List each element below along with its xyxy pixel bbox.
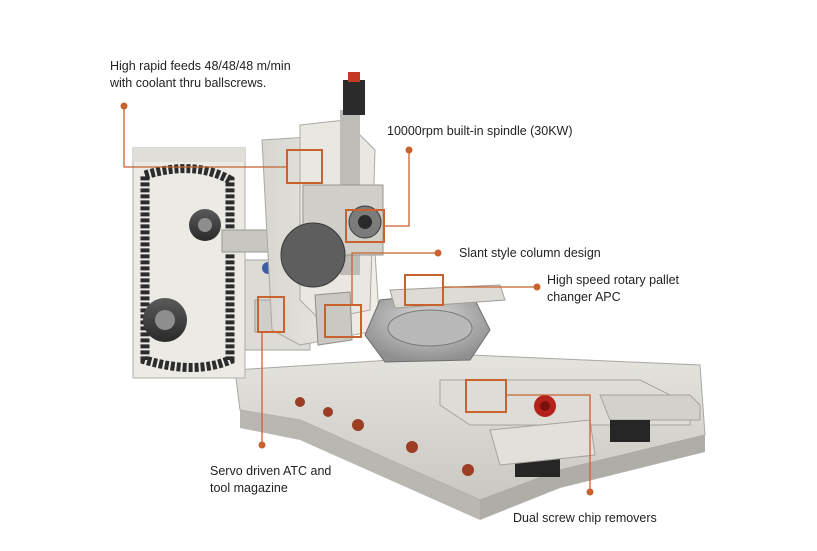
callout-chip: Dual screw chip removers (513, 510, 657, 527)
callout-line: tool magazine (210, 481, 288, 495)
callout-line: Servo driven ATC and (210, 464, 332, 478)
callout-atc: Servo driven ATC and tool magazine (210, 463, 331, 497)
callout-line: 10000rpm built-in spindle (30KW) (387, 124, 573, 138)
callout-apc: High speed rotary pallet changer APC (547, 272, 679, 306)
callout-markers (257, 149, 507, 413)
callout-line: Slant style column design (459, 246, 601, 260)
callout-line: High speed rotary pallet (547, 273, 680, 287)
leader-dots (120, 102, 594, 496)
callout-line: changer APC (547, 290, 621, 304)
callout-column: Slant style column design (459, 245, 601, 262)
callout-spindle: 10000rpm built-in spindle (30KW) (387, 123, 573, 140)
chip-conveyors (439, 379, 701, 477)
rotary-pallet (314, 284, 506, 363)
callout-line: High rapid feeds 48/48/48 m/min (110, 59, 291, 73)
leader-lines (123, 106, 591, 492)
callout-rapid-feeds: High rapid feeds 48/48/48 m/min with coo… (110, 58, 291, 92)
callout-line: with coolant thru ballscrews. (110, 76, 267, 90)
tool-magazine (132, 147, 273, 379)
callout-line: Dual screw chip removers (513, 511, 657, 525)
spindle-head (280, 184, 384, 288)
